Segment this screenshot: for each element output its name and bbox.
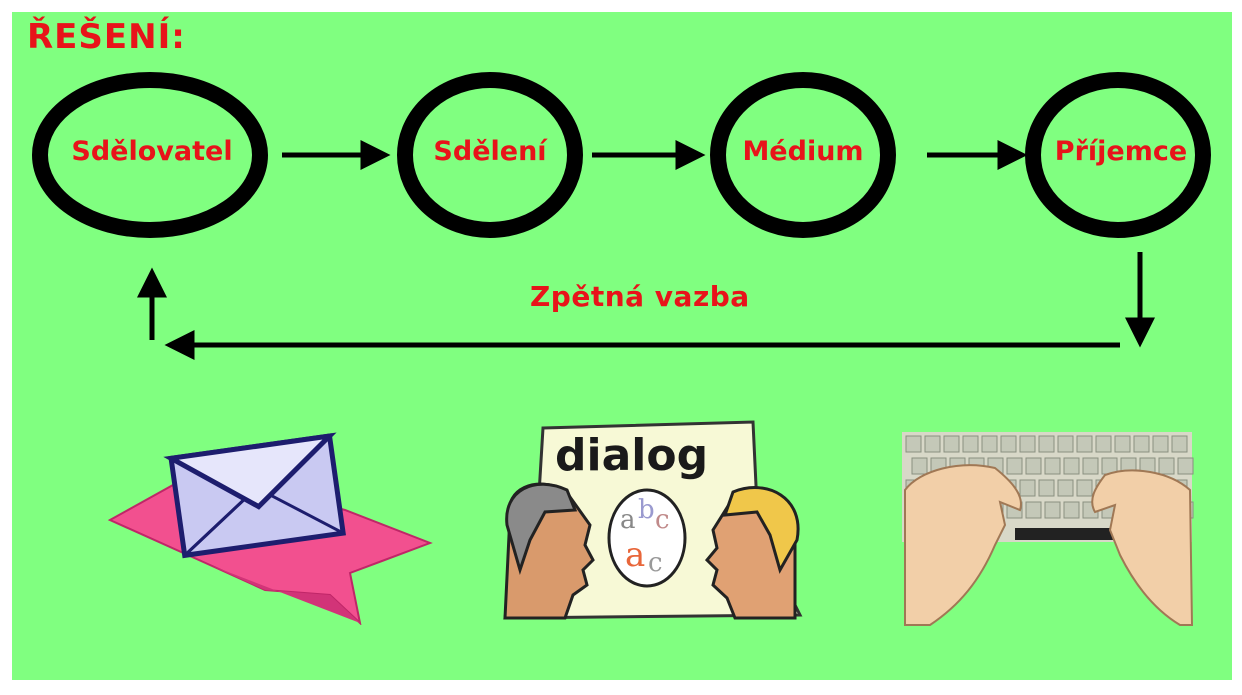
keyboard-key [924,435,941,453]
keyboard-key [981,435,998,453]
bubble-letter-a2: a [625,535,646,575]
keyboard-key [1082,457,1099,475]
keyboard-key [1076,479,1093,497]
keyboard-key [1006,457,1023,475]
keyboard-key [1000,435,1017,453]
keyboard-key [1095,435,1112,453]
bubble-letter-c2: c [648,548,663,578]
keyboard-key [1063,457,1080,475]
node-ring-medium [710,72,896,238]
dialog-word: dialog [555,430,709,481]
feedback-label: Zpětná vazba [530,280,750,313]
bubble-letter-b: b [638,495,655,525]
keyboard-key [1038,435,1055,453]
keyboard-key [1044,457,1061,475]
keyboard-key [905,435,922,453]
node-label-sender: Sdělovatel [71,136,233,167]
bubble-letter-a: a [620,505,636,535]
keyboard-key [1114,435,1131,453]
keyboard-key [1019,435,1036,453]
keyboard-key [1063,501,1080,519]
keyboard-key [1158,457,1175,475]
keyboard-key [1171,435,1188,453]
keyboard-key [1076,435,1093,453]
keyboard-key [1133,435,1150,453]
node-label-medium: Médium [742,136,864,167]
node-ring-sender [32,72,268,238]
keyboard-key [1044,501,1061,519]
bubble-letter-c: c [655,505,670,535]
keyboard-key [1152,435,1169,453]
keyboard-key [1057,435,1074,453]
keyboard-key [962,435,979,453]
dialog-conversation-icon [503,420,803,620]
keyboard-key [1057,479,1074,497]
envelope-icon [107,432,433,625]
page-title: ŘEŠENÍ: [27,17,186,57]
keyboard-key [1019,479,1036,497]
keyboard-key [1177,457,1194,475]
node-ring-receiver [1025,72,1211,238]
node-ring-message [397,72,583,238]
node-label-message: Sdělení [433,136,547,167]
keyboard-key [943,435,960,453]
keyboard-key [1038,479,1055,497]
keyboard-key [911,457,928,475]
node-label-receiver: Příjemce [1054,136,1188,167]
keyboard-key [1025,457,1042,475]
keyboard-key [1025,501,1042,519]
keyboard-typing-icon [902,432,1194,626]
